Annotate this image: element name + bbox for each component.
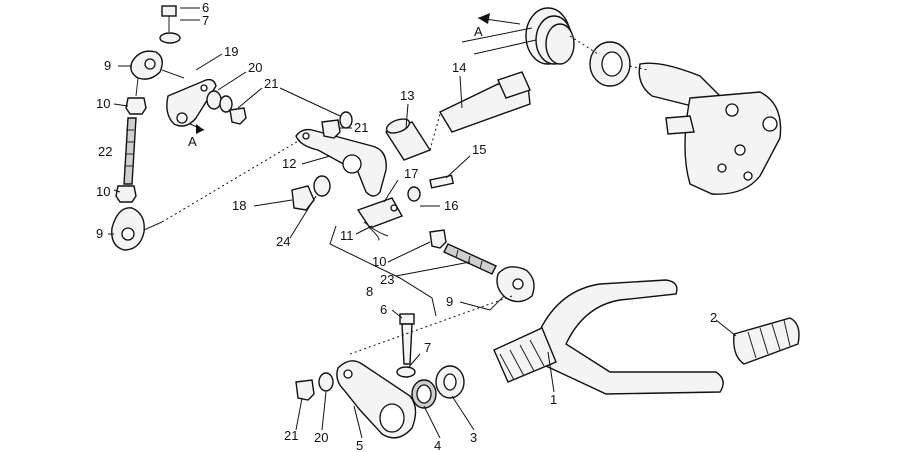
callout-7-top: 7 (202, 13, 209, 28)
washer-top-left (159, 32, 181, 44)
clip-pin (363, 221, 389, 241)
callout-4: 4 (434, 438, 441, 452)
footpeg (733, 317, 800, 365)
rod-23 (443, 243, 497, 275)
bolt-lower (399, 313, 415, 325)
nut-upper (125, 97, 147, 115)
callout-13: 13 (400, 88, 414, 103)
upper-right-assembly (439, 7, 782, 195)
upper-linkage (111, 5, 247, 251)
nut-18 (291, 185, 315, 211)
callout-10-center: 10 (372, 254, 386, 269)
clevis (356, 197, 404, 229)
nut-center (321, 119, 341, 139)
callout-23: 23 (380, 272, 394, 287)
nut-lower (115, 185, 137, 203)
nut-center-10 (429, 229, 447, 249)
callout-20: 20 (248, 60, 262, 75)
nut-21-lower (295, 379, 315, 401)
callout-9-center: 9 (446, 294, 453, 309)
callout-labels: 6 7 19 20 21 9 10 22 10 9 21 13 14 12 17… (96, 0, 717, 452)
callout-9-mid: 9 (96, 226, 103, 241)
callout-5: 5 (356, 438, 363, 452)
bolt-top-left (161, 5, 177, 17)
callout-2: 2 (710, 310, 717, 325)
callout-7-lower: 7 (424, 340, 431, 355)
callout-10-mid: 10 (96, 184, 110, 199)
callout-1: 1 (550, 392, 557, 407)
callout-22: 22 (98, 144, 112, 159)
nut-mid (229, 107, 247, 125)
washer-mid-2 (219, 95, 233, 113)
callout-11: 11 (340, 228, 354, 243)
callout-16: 16 (444, 198, 458, 213)
callout-19: 19 (224, 44, 238, 59)
center-assembly (291, 111, 535, 311)
main-lever (295, 128, 387, 197)
leader-lines (108, 7, 737, 439)
arrow-label-a-top: A (474, 24, 483, 39)
callout-6-lower: 6 (380, 302, 387, 317)
callout-10-top: 10 (96, 96, 110, 111)
washer-24 (313, 175, 331, 197)
callout-6-top: 6 (202, 0, 209, 15)
threaded-rod (123, 117, 137, 185)
lower-assembly (295, 279, 800, 439)
callout-9-top: 9 (104, 58, 111, 73)
callout-20-lower: 20 (314, 430, 328, 445)
mounting-plate (684, 91, 782, 195)
bolt-15 (429, 174, 455, 189)
callout-8: 8 (366, 284, 373, 299)
foot-lever (536, 279, 724, 395)
callout-14: 14 (452, 60, 466, 75)
washer-20-lower (318, 372, 334, 392)
callout-21-lower: 21 (284, 428, 298, 443)
callout-17: 17 (404, 166, 418, 181)
callout-21-center: 21 (354, 120, 368, 135)
arrow-label-a-left: A (188, 134, 197, 149)
callout-12: 12 (282, 156, 296, 171)
washer-mid (206, 90, 222, 110)
callout-21-top: 21 (264, 76, 278, 91)
callout-24: 24 (276, 234, 290, 249)
callout-18: 18 (232, 198, 246, 213)
washer-lower (396, 366, 416, 378)
callout-15: 15 (472, 142, 486, 157)
callout-3: 3 (470, 430, 477, 445)
